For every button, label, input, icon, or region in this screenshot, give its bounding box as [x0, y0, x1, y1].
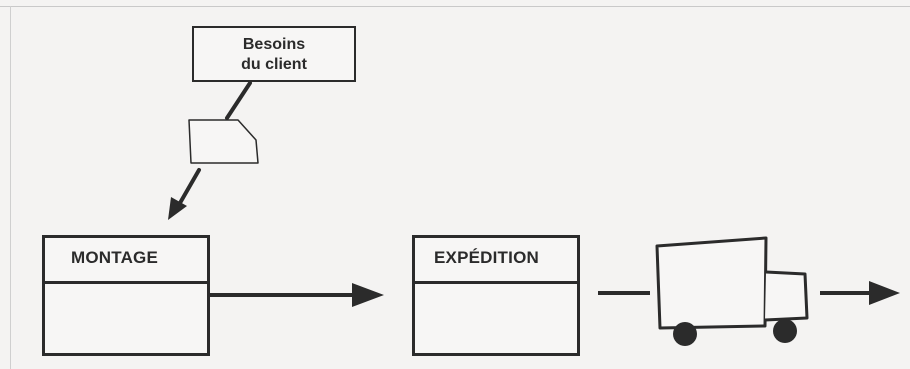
- montage-to-expedition-arrowhead: [352, 283, 384, 307]
- left-border: [10, 6, 11, 369]
- montage-title: MONTAGE: [71, 248, 159, 267]
- truck-icon: [655, 236, 809, 346]
- montage-process-box: MONTAGE: [42, 235, 210, 356]
- top-border: [0, 6, 910, 7]
- customer-needs-box: Besoins du client: [192, 26, 356, 82]
- expedition-header: EXPÉDITION: [415, 238, 577, 284]
- expedition-title: EXPÉDITION: [434, 248, 539, 267]
- needs-to-card-line: [225, 81, 252, 120]
- expedition-process-box: EXPÉDITION: [412, 235, 580, 356]
- card-to-montage-line: [178, 168, 201, 205]
- truck-out-arrowhead: [869, 281, 900, 305]
- kanban-card-icon: [188, 119, 259, 164]
- montage-header: MONTAGE: [45, 238, 207, 284]
- card-to-montage-arrowhead: [168, 197, 187, 220]
- customer-needs-line2: du client: [241, 56, 307, 73]
- customer-needs-line1: Besoins: [242, 36, 306, 53]
